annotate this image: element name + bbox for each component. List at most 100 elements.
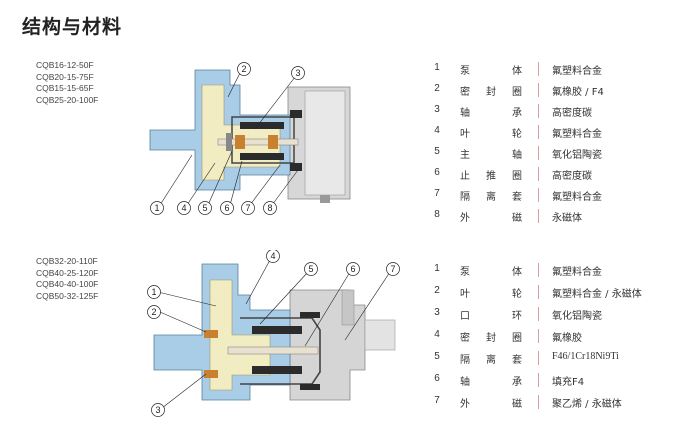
parts-row: 3 口环 氧化铝陶瓷 [426, 305, 686, 325]
part-material: 氟橡胶 / F4 [552, 87, 604, 98]
callout-label: 6 [224, 203, 229, 213]
parts-row: 8 外磁 永磁体 [426, 207, 686, 227]
mouth-ring [204, 330, 218, 338]
part-material: 氧化铝陶瓷 [552, 311, 602, 322]
column-divider [538, 62, 539, 76]
pump-diagram-2: 1 2 3 4 5 6 7 [147, 250, 400, 417]
callout-label: 1 [151, 287, 156, 297]
callout-label: 3 [295, 68, 300, 78]
part-material: 氟塑料合金 / 永磁体 [552, 289, 642, 300]
callout-label: 1 [154, 203, 159, 213]
part-name: 轴承 [460, 108, 522, 119]
model-item: CQB15-15-65F [36, 83, 94, 93]
part-name: 叶轮 [460, 289, 522, 300]
column-divider [538, 307, 539, 321]
part-number: 8 [434, 209, 440, 220]
column-divider [538, 125, 539, 139]
parts-row: 1 泵体 氟塑料合金 [426, 261, 686, 281]
part-name: 隔离套 [460, 192, 522, 203]
part-name: 止推圈 [460, 171, 522, 182]
page-title: 结构与材料 [22, 16, 123, 38]
model-list-1: CQB16-12-50F CQB20-15-75F CQB15-15-65F C… [36, 60, 98, 106]
part-name: 主轴 [460, 150, 522, 161]
part-number: 6 [434, 167, 440, 178]
callout-label: 4 [270, 251, 275, 261]
column-divider [538, 104, 539, 118]
part-name: 口环 [460, 311, 522, 322]
carbon-bearing [235, 135, 245, 149]
parts-row: 3 轴承 高密度碳 [426, 102, 686, 122]
impeller-insert [209, 279, 271, 391]
model-list-2: CQB32-20-110F CQB40-25-120F CQB40-40-100… [36, 256, 98, 302]
part-material: 氟橡胶 [552, 333, 582, 344]
parts-row: 4 密封圈 氟橡胶 [426, 327, 686, 347]
part-number: 5 [434, 146, 440, 157]
part-number: 1 [434, 62, 440, 73]
column-divider [538, 209, 539, 223]
parts-row: 2 密封圈 氟橡胶 / F4 [426, 81, 686, 101]
column-divider [538, 285, 539, 299]
part-number: 3 [434, 307, 440, 318]
model-item: CQB16-12-50F [36, 60, 94, 70]
callout-label: 6 [350, 264, 355, 274]
callout-label: 4 [181, 203, 186, 213]
part-name: 叶轮 [460, 129, 522, 140]
part-material: 高密度碳 [552, 108, 592, 119]
part-material: 氧化铝陶瓷 [552, 150, 602, 161]
column-divider [538, 373, 539, 387]
column-divider [538, 395, 539, 409]
column-divider [538, 167, 539, 181]
parts-row: 6 轴承 填充F4 [426, 371, 686, 391]
part-material: 氟塑料合金 [552, 129, 602, 140]
column-divider [538, 83, 539, 97]
model-item: CQB32-20-110F [36, 256, 98, 266]
model-item: CQB25-20-100F [36, 94, 99, 105]
part-material: 填充F4 [552, 377, 585, 388]
model-item: CQB40-25-120F [36, 267, 99, 278]
part-number: 1 [434, 263, 440, 274]
model-item: CQB20-15-75F [36, 71, 94, 82]
callout-label: 7 [390, 264, 395, 274]
part-name: 泵体 [460, 267, 522, 278]
column-divider [538, 329, 539, 343]
part-material: 氟塑料合金 [552, 66, 602, 77]
main-shaft [217, 138, 299, 146]
part-material: F46/1Cr18Ni9Ti [552, 351, 619, 362]
part-material: 聚乙烯 / 永磁体 [552, 399, 622, 410]
main-shaft [227, 346, 319, 355]
part-number: 7 [434, 395, 440, 406]
part-name: 密封圈 [460, 87, 522, 98]
column-divider [538, 351, 539, 365]
callout-label: 5 [202, 203, 207, 213]
part-name: 外磁 [460, 213, 522, 224]
parts-row: 1 泵体 氟塑料合金 [426, 60, 686, 80]
column-divider [538, 146, 539, 160]
part-number: 4 [434, 329, 440, 340]
inner-magnet [240, 122, 284, 129]
parts-row: 6 止推圈 高密度碳 [426, 165, 686, 185]
part-name: 外磁 [460, 399, 522, 410]
callout-label: 2 [241, 64, 246, 74]
column-divider [538, 188, 539, 202]
part-name: 密封圈 [460, 333, 522, 344]
parts-row: 5 主轴 氧化铝陶瓷 [426, 144, 686, 164]
part-number: 7 [434, 188, 440, 199]
part-number: 3 [434, 104, 440, 115]
part-number: 5 [434, 351, 440, 362]
part-name: 隔离套 [460, 355, 522, 366]
parts-row: 4 叶轮 氟塑料合金 [426, 123, 686, 143]
part-name: 泵体 [460, 66, 522, 77]
pump-diagram-1: 2 3 1 4 5 6 7 8 [149, 62, 351, 215]
parts-row: 7 外磁 聚乙烯 / 永磁体 [426, 393, 686, 413]
inner-magnet [252, 326, 302, 334]
callout-label: 2 [151, 307, 156, 317]
parts-row: 2 叶轮 氟塑料合金 / 永磁体 [426, 283, 686, 303]
parts-row: 5 隔离套 F46/1Cr18Ni9Ti [426, 349, 686, 369]
part-number: 6 [434, 373, 440, 384]
part-material: 高密度碳 [552, 171, 592, 182]
column-divider [538, 263, 539, 277]
part-number: 2 [434, 285, 440, 296]
model-item: CQB50-32-125F [36, 290, 99, 301]
callout-label: 7 [245, 203, 250, 213]
part-material: 氟塑料合金 [552, 192, 602, 203]
